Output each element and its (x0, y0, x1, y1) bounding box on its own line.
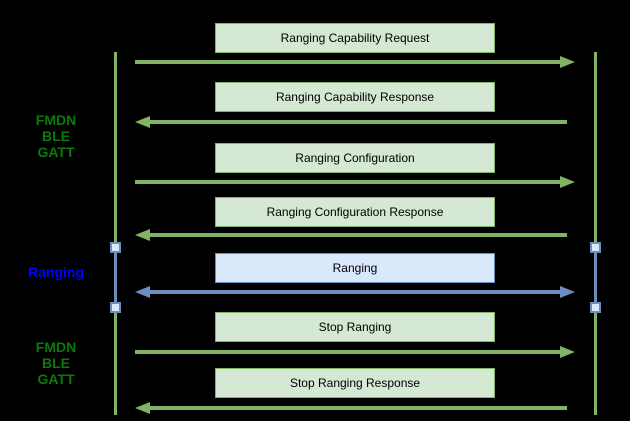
arrow-line (135, 350, 562, 354)
arrowhead-right-icon (560, 56, 575, 68)
arrowhead-left-icon (135, 229, 150, 241)
section-label-line: FMDN (35, 112, 77, 128)
activation-marker (110, 242, 121, 253)
lifeline-right-ranging-segment (594, 248, 597, 308)
message-box: Ranging Configuration Response (215, 197, 495, 227)
arrow-bidirectional-icon (135, 286, 575, 298)
message-box: Stop Ranging (215, 312, 495, 342)
arrow-line (148, 120, 567, 124)
message-box: Ranging Configuration (215, 143, 495, 173)
arrowhead-right-icon (560, 286, 575, 298)
arrow-right-icon (135, 56, 575, 68)
arrowhead-right-icon (560, 346, 575, 358)
message-box: Ranging Capability Response (215, 82, 495, 112)
message-label: Stop Ranging Response (289, 376, 421, 390)
message-box: Ranging (215, 253, 495, 283)
arrow-right-icon (135, 176, 575, 188)
section-label-fmdn-ble-gatt-bottom: FMDN BLE GATT (11, 339, 101, 387)
message-label: Ranging Configuration (295, 151, 415, 165)
section-label-line: GATT (37, 371, 75, 387)
arrow-line (148, 406, 567, 410)
arrowhead-left-icon (135, 116, 150, 128)
section-label-line: Ranging (28, 264, 84, 280)
section-label-line: BLE (42, 128, 70, 144)
message-label: Ranging (332, 261, 378, 275)
lifeline-left (114, 52, 117, 415)
arrow-left-icon (135, 402, 575, 414)
lifeline-left-ranging-segment (114, 248, 117, 308)
section-label-fmdn-ble-gatt-top: FMDN BLE GATT (11, 112, 101, 160)
activation-marker (590, 302, 601, 313)
message-label: Ranging Configuration Response (266, 205, 444, 219)
message-label: Ranging Capability Request (280, 31, 430, 45)
section-label-line: FMDN (35, 339, 77, 355)
arrow-line (135, 180, 562, 184)
activation-marker (590, 242, 601, 253)
section-label-line: GATT (37, 144, 75, 160)
arrow-line (148, 233, 567, 237)
arrowhead-left-icon (135, 402, 150, 414)
lifeline-right (594, 52, 597, 415)
arrowhead-left-icon (135, 286, 150, 298)
arrow-left-icon (135, 229, 575, 241)
arrow-line (135, 60, 562, 64)
section-label-ranging: Ranging (11, 264, 101, 280)
arrow-line (148, 290, 562, 294)
message-box: Stop Ranging Response (215, 368, 495, 398)
message-label: Stop Ranging (318, 320, 392, 334)
arrow-right-icon (135, 346, 575, 358)
arrow-left-icon (135, 116, 575, 128)
activation-marker (110, 302, 121, 313)
arrowhead-right-icon (560, 176, 575, 188)
section-label-line: BLE (42, 355, 70, 371)
message-label: Ranging Capability Response (275, 90, 435, 104)
message-box: Ranging Capability Request (215, 23, 495, 53)
